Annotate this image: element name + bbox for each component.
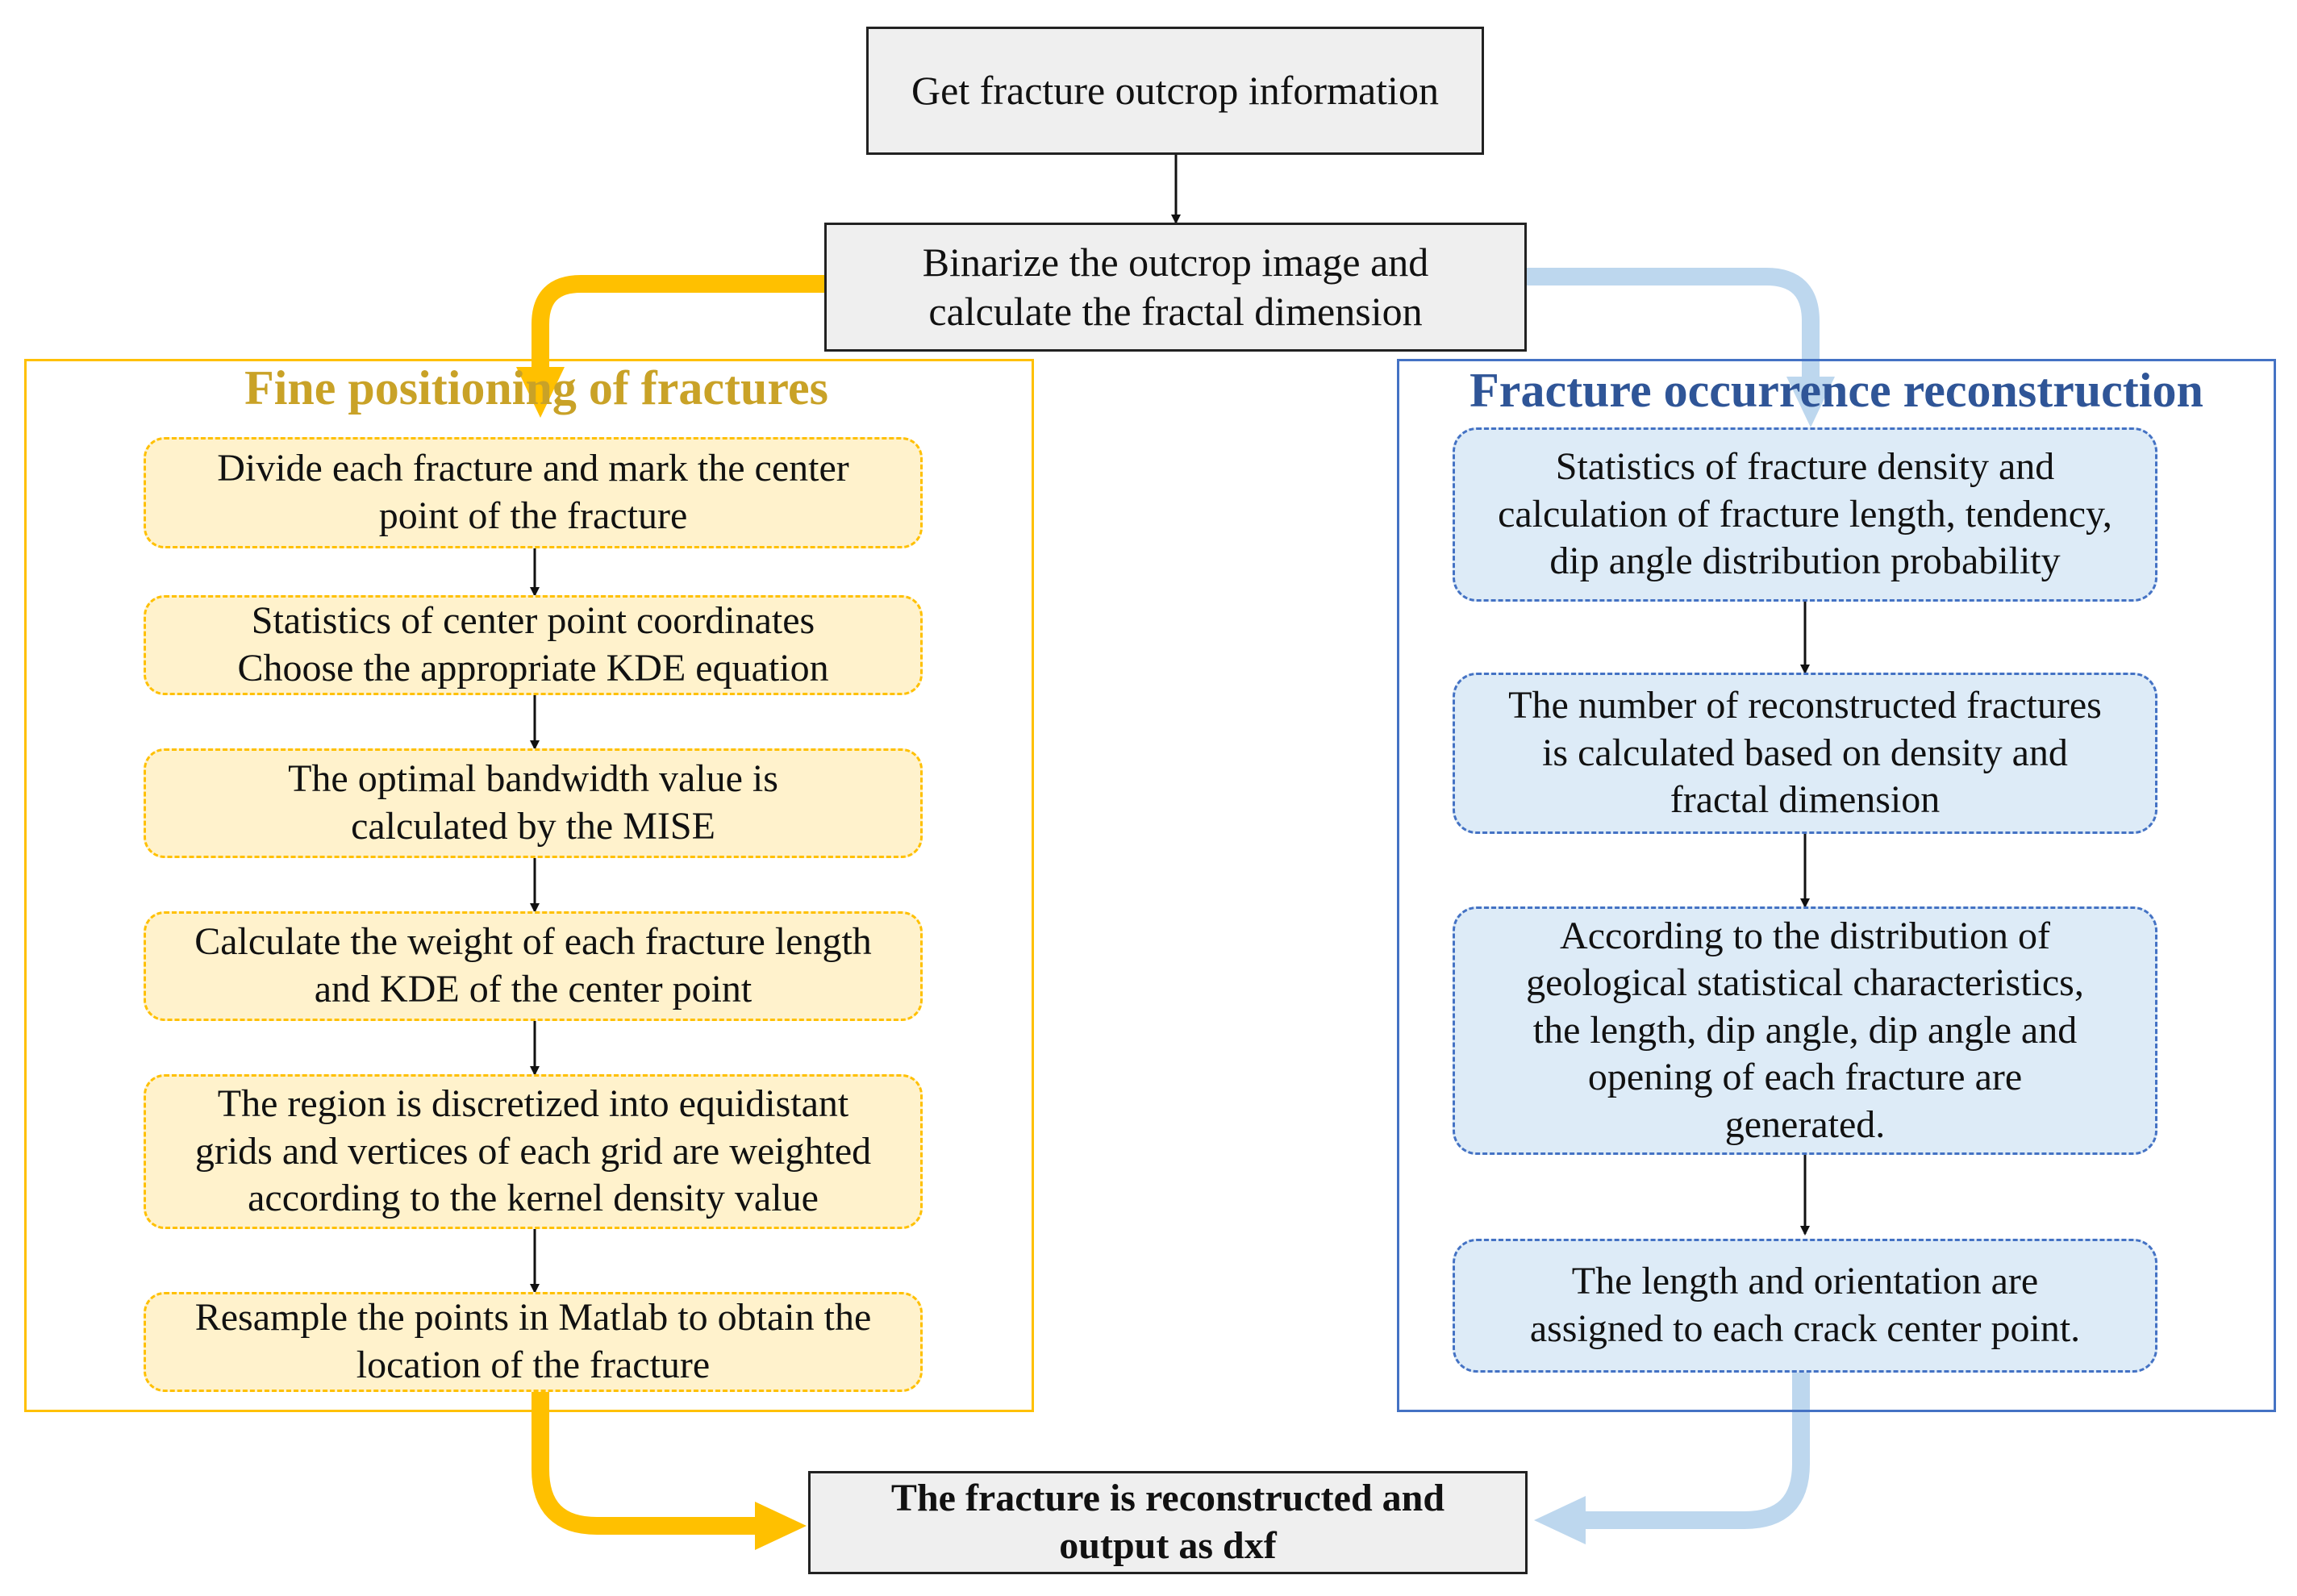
left-output-arrowhead — [755, 1502, 807, 1550]
box-text-line: is calculated based on density and — [1542, 731, 2068, 774]
left-step-discretize-grid: The region is discretized into equidista… — [144, 1074, 923, 1229]
fine-positioning-panel — [24, 359, 1034, 1412]
left-output-curve — [532, 1392, 758, 1535]
box-text-line: opening of each fracture are — [1587, 1056, 2023, 1099]
box-text-line: According to the distribution of — [1560, 914, 2050, 957]
right-output-curve — [1582, 1373, 1810, 1529]
box-text-line: calculate the fractal dimension — [928, 289, 1423, 334]
box-text-line: The length and orientation are — [1571, 1260, 2039, 1303]
box-text-line: Divide each fracture and mark the center — [217, 447, 849, 490]
box-text-line: The optimal bandwidth value is — [288, 757, 778, 801]
box-text-line: point of the fracture — [378, 494, 688, 537]
box-text-line: and KDE of the center point — [314, 968, 752, 1011]
box-text-line: The fracture is reconstructed and — [890, 1477, 1445, 1520]
left-branch-arrowhead — [516, 367, 565, 418]
right-branch-arrowhead — [1786, 377, 1835, 427]
left-step-weight-kde: Calculate the weight of each fracture le… — [144, 911, 923, 1021]
fine-positioning-title: Fine positioning of fractures — [244, 361, 828, 415]
box-text-line: grids and vertices of each grid are weig… — [194, 1129, 872, 1173]
box-text-line: calculation of fracture length, tendency… — [1498, 492, 2112, 535]
box-text-line: fractal dimension — [1670, 778, 1941, 822]
box-text-line: Resample the points in Matlab to obtain … — [194, 1296, 872, 1340]
box-text-line: The number of reconstructed fractures — [1508, 684, 2102, 727]
box-text-line: output as dxf — [1059, 1524, 1277, 1567]
box-text-line: Get fracture outcrop information — [911, 68, 1439, 113]
box-text-line: generated. — [1724, 1102, 1886, 1146]
occurrence-reconstruction-panel — [1397, 359, 2276, 1412]
box-text-line: The region is discretized into equidista… — [217, 1082, 849, 1126]
start-box: Get fracture outcrop information — [866, 27, 1484, 155]
box-text-line: dip angle distribution probability — [1549, 540, 2061, 583]
box-text-line: location of the fracture — [356, 1344, 711, 1386]
box-text-line: Choose the appropriate KDE equation — [237, 647, 829, 690]
box-text-line: Statistics of fracture density and — [1555, 445, 2055, 489]
left-branch-curve — [532, 275, 827, 369]
box-text-line: Statistics of center point coordinates — [251, 599, 815, 643]
box-text-line: Binarize the outcrop image and — [922, 240, 1429, 285]
right-output-arrowhead — [1534, 1496, 1586, 1544]
left-step-divide-fracture: Divide each fracture and mark the center… — [144, 437, 923, 548]
right-branch-curve — [1527, 268, 1820, 379]
box-text-line: Calculate the weight of each fracture le… — [194, 920, 872, 964]
box-text-line: according to the kernel density value — [248, 1177, 819, 1220]
box-text-line: calculated by the MISE — [351, 805, 715, 848]
box-text-line: geological statistical characteristics, — [1526, 961, 2084, 1005]
left-step-resample: Resample the points in Matlab to obtain … — [144, 1292, 923, 1392]
occurrence-reconstruction-title: Fracture occurrence reconstruction — [1469, 364, 2203, 417]
box-text-line: the length, dip angle, dip angle and — [1532, 1008, 2078, 1052]
box-text-line: assigned to each crack center point. — [1529, 1307, 2081, 1350]
